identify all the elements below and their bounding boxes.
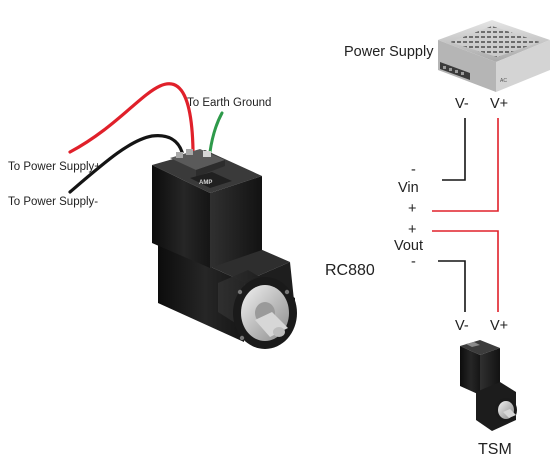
tsm-motor-image — [460, 340, 517, 431]
label-power-supply: Power Supply — [344, 44, 434, 60]
power-supply-image: AC — [438, 20, 550, 92]
label-vin-plus: + — [408, 201, 417, 217]
label-earth-ground: To Earth Ground — [187, 97, 272, 109]
wire-power-minus — [68, 134, 184, 194]
wire-power-plus — [68, 82, 195, 154]
label-v-minus-top: V- — [455, 96, 469, 112]
label-vin-minus: - — [411, 162, 416, 178]
schematic-wire-red-bottom — [432, 230, 499, 312]
label-power-supply-minus: To Power Supply- — [8, 196, 99, 208]
label-v-minus-bottom: V- — [455, 318, 469, 334]
label-v-plus-top: V+ — [490, 96, 509, 112]
label-rc880: RC880 — [325, 262, 375, 279]
label-vout-minus: - — [411, 254, 416, 270]
label-v-plus-bottom: V+ — [490, 318, 509, 334]
label-vin: Vin — [398, 180, 419, 196]
label-vout-plus: + — [408, 222, 417, 238]
label-vout: Vout — [394, 238, 424, 254]
schematic-wire-black-bottom — [438, 260, 466, 312]
label-power-supply-plus: To Power Supply+ — [8, 161, 102, 173]
label-tsm: TSM — [478, 441, 512, 458]
schematic-wire-black-top — [442, 118, 466, 181]
svg-text:AMP: AMP — [199, 180, 212, 186]
schematic-wire-red-top — [432, 118, 499, 212]
large-motor-image: AMP — [152, 149, 297, 349]
svg-text:AC: AC — [500, 78, 507, 84]
wire-earth-ground — [208, 111, 224, 154]
